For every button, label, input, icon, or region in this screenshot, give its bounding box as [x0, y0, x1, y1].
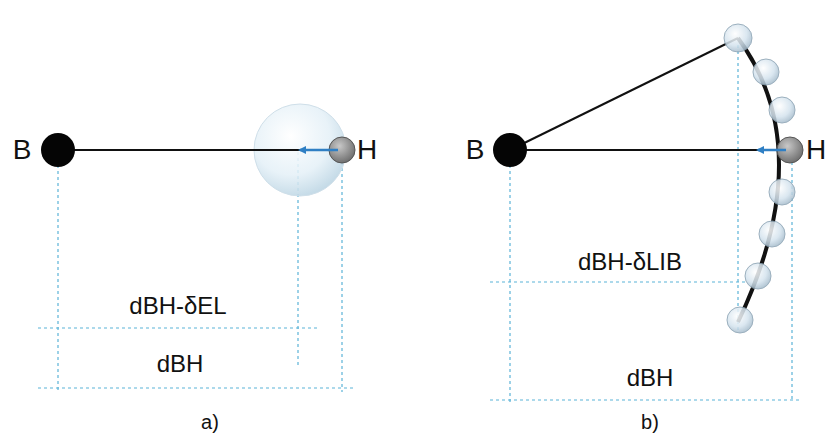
- dimension-label: dBH-δLIB: [578, 250, 682, 274]
- panel-label: a): [201, 412, 219, 432]
- atom-label: H: [357, 136, 377, 164]
- atom-label: H: [806, 136, 826, 164]
- dimension-label: dBH: [627, 366, 674, 390]
- atom-label: B: [466, 136, 485, 164]
- dimension-label: dBH: [157, 352, 204, 376]
- atom-label: B: [13, 136, 32, 164]
- panel-label: b): [641, 412, 659, 432]
- dimension-label: dBH-δEL: [129, 294, 226, 318]
- dimension-guides: [490, 45, 802, 402]
